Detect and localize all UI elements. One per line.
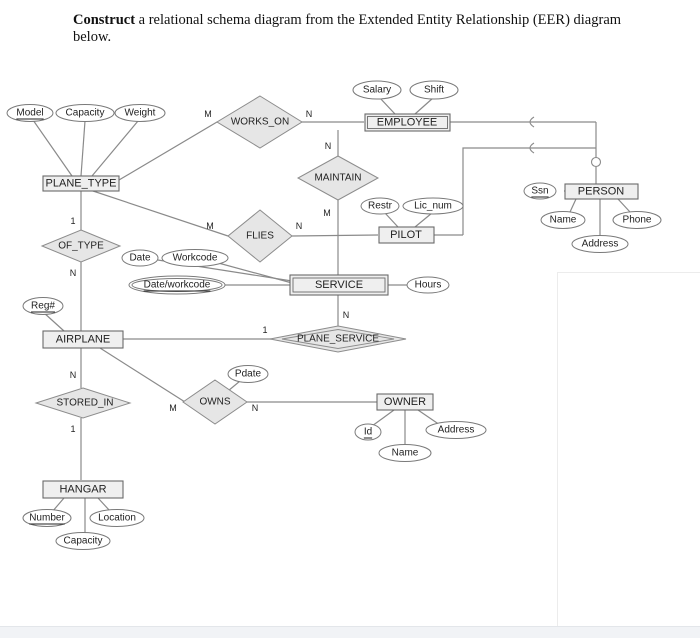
relationship-stored-in: STORED_IN	[34, 387, 132, 419]
attribute-label: Pdate	[235, 369, 262, 380]
card-of-type-top: 1	[70, 216, 75, 226]
attribute-owner-name: Name	[378, 444, 432, 462]
specialization-circle	[590, 156, 602, 168]
attribute-id: Id	[354, 423, 382, 441]
attribute-label: Workcode	[173, 253, 218, 264]
attribute-weight: Weight	[114, 104, 166, 122]
question-text: Construct a relational schema diagram fr…	[73, 12, 633, 46]
attribute-label: Address	[582, 239, 619, 250]
relationship-works-on: WORKS_ON	[216, 95, 303, 149]
attribute-model: Model	[6, 104, 54, 122]
card-flies-left: M	[206, 221, 214, 231]
card-maintain-bottom: M	[323, 208, 331, 218]
attribute-label: Weight	[125, 108, 156, 119]
entity-label: PLANE_TYPE	[46, 178, 117, 190]
attribute-pdate: Pdate	[227, 365, 269, 383]
subset-symbol-employee	[529, 116, 535, 128]
attribute-lic-num: Lic_num	[402, 197, 464, 215]
relationship-label: FLIES	[246, 231, 274, 242]
entity-label: OWNER	[384, 396, 426, 408]
attribute-shift: Shift	[409, 80, 459, 100]
entity-service: SERVICE	[289, 274, 389, 296]
right-panel-divider	[557, 272, 700, 627]
attribute-label: Date/workcode	[144, 280, 211, 291]
card-maintain-top: N	[325, 141, 332, 151]
relationship-label: MAINTAIN	[314, 173, 361, 184]
relationship-plane-service: PLANE_SERVICE	[269, 325, 407, 353]
relationship-of-type: OF_TYPE	[40, 229, 122, 263]
card-works-on-left: M	[204, 109, 212, 119]
attribute-label: Model	[16, 108, 43, 119]
entity-label: PILOT	[390, 229, 422, 241]
attribute-label: Lic_num	[414, 201, 452, 212]
attribute-phone: Phone	[612, 211, 662, 229]
attribute-person-name: Name	[540, 211, 586, 229]
entity-employee: EMPLOYEE	[364, 113, 451, 132]
footer-band	[0, 626, 700, 638]
card-stored-in-bottom: 1	[70, 424, 75, 434]
attribute-ssn: Ssn	[523, 182, 557, 200]
attribute-date-workcode: Date/workcode	[128, 275, 226, 295]
card-plane-service-left: 1	[262, 325, 267, 335]
attribute-location: Location	[89, 509, 145, 527]
card-owns-right: N	[252, 403, 259, 413]
attribute-date: Date	[121, 249, 159, 267]
relationship-label: WORKS_ON	[231, 117, 289, 128]
attribute-number: Number	[22, 509, 72, 527]
attribute-label: Name	[392, 448, 419, 459]
card-works-on-right: N	[306, 109, 313, 119]
attribute-reg: Reg#	[22, 297, 64, 315]
entity-owner: OWNER	[376, 393, 434, 411]
attribute-label: Date	[129, 253, 151, 264]
card-owns-left: M	[169, 403, 177, 413]
card-stored-in-top: N	[70, 370, 77, 380]
entity-label: SERVICE	[315, 279, 363, 291]
relationship-flies: FLIES	[227, 209, 293, 263]
entity-hangar: HANGAR	[42, 480, 124, 499]
attribute-person-address: Address	[571, 235, 629, 253]
attribute-workcode: Workcode	[161, 249, 229, 267]
attribute-label: Location	[98, 513, 136, 524]
attribute-label: Address	[438, 425, 475, 436]
entity-person: PERSON	[564, 183, 639, 200]
attribute-label: Ssn	[531, 186, 548, 197]
attribute-label: Salary	[363, 85, 391, 96]
question-bold: Construct	[73, 12, 136, 28]
relationship-label: OF_TYPE	[58, 241, 104, 252]
relationship-label: OWNS	[199, 397, 230, 408]
relationship-label: PLANE_SERVICE	[297, 334, 379, 345]
card-plane-service-top: N	[343, 310, 350, 320]
entity-label: EMPLOYEE	[377, 117, 438, 129]
entity-plane-type: PLANE_TYPE	[42, 175, 120, 192]
attribute-label: Restr	[368, 201, 393, 212]
attribute-label: Shift	[424, 85, 444, 96]
relationship-label: STORED_IN	[56, 398, 113, 409]
attribute-label: Id	[364, 427, 372, 438]
attribute-label: Name	[550, 215, 577, 226]
card-of-type-bottom: N	[70, 268, 77, 278]
attribute-label: Phone	[623, 215, 652, 226]
attribute-owner-address: Address	[425, 421, 487, 439]
entity-airplane: AIRPLANE	[42, 330, 124, 349]
entity-label: PERSON	[578, 186, 625, 198]
card-flies-right: N	[296, 221, 303, 231]
attribute-hours: Hours	[406, 276, 450, 294]
attribute-label: Reg#	[31, 301, 55, 312]
entity-label: HANGAR	[59, 484, 106, 496]
relationship-maintain: MAINTAIN	[296, 155, 380, 201]
attribute-label: Hours	[415, 280, 442, 291]
entity-label: AIRPLANE	[56, 334, 110, 346]
entity-pilot: PILOT	[378, 226, 435, 244]
relationship-owns: OWNS	[182, 379, 248, 425]
question-rest: a relational schema diagram from the Ext…	[73, 12, 622, 45]
attribute-salary: Salary	[352, 80, 402, 100]
attribute-label: Capacity	[64, 536, 103, 547]
attribute-restr: Restr	[360, 197, 400, 215]
attribute-capacity: Capacity	[55, 104, 115, 122]
attribute-label: Number	[29, 513, 65, 524]
attribute-label: Capacity	[66, 108, 105, 119]
attribute-hangar-capacity: Capacity	[55, 532, 111, 550]
subset-symbol-pilot	[529, 142, 535, 154]
